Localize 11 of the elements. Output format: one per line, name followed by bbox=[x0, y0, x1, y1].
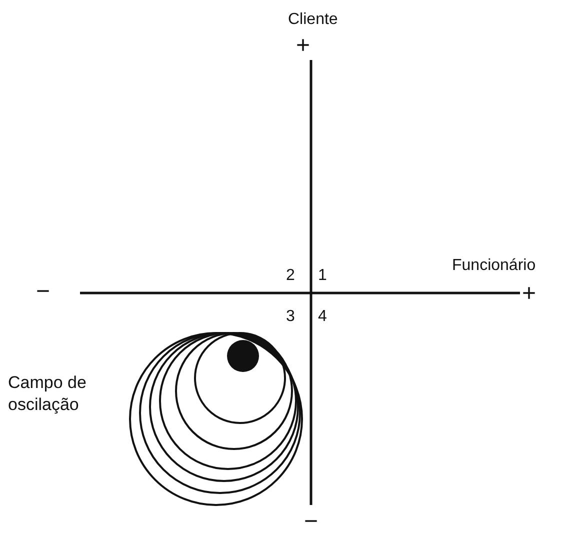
quadrant-number: 3 bbox=[286, 307, 295, 326]
field-label: Campo de oscilação bbox=[8, 372, 88, 416]
minus-sign: − bbox=[304, 510, 318, 534]
minus-sign: − bbox=[36, 280, 50, 304]
axis-title: Funcionário bbox=[452, 256, 536, 275]
plus-sign: + bbox=[522, 282, 536, 306]
axis-title: Cliente bbox=[288, 10, 338, 29]
quadrant-number: 2 bbox=[286, 266, 295, 285]
quadrant-number: 4 bbox=[318, 307, 327, 326]
quadrant-number: 1 bbox=[318, 266, 327, 285]
plus-sign: + bbox=[296, 34, 310, 58]
